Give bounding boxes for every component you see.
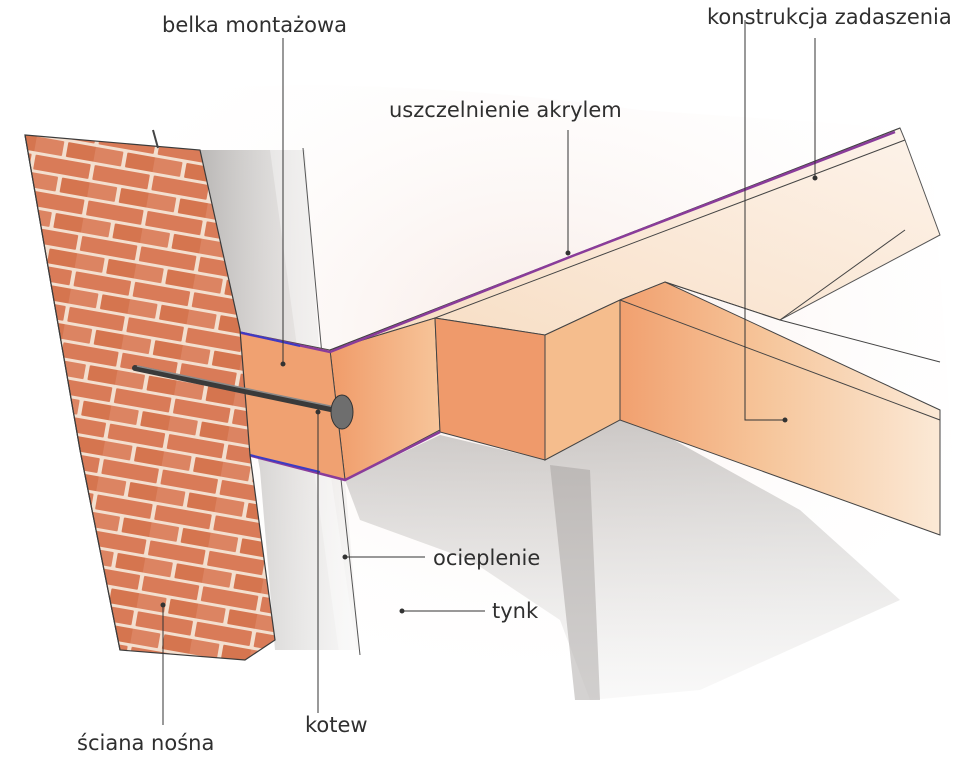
load-bearing-wall <box>24 129 276 661</box>
label-roof-structure: konstrukcja zadaszenia <box>707 5 952 29</box>
label-acrylic-seal: uszczelnienie akrylem <box>389 98 622 122</box>
label-insulation: ocieplenie <box>433 546 540 570</box>
anchor-bolt <box>132 365 354 430</box>
labels: belka montażowa konstrukcja zadaszenia u… <box>77 5 952 755</box>
label-plaster: tynk <box>492 599 539 623</box>
label-anchor: kotew <box>305 713 368 737</box>
acrylic-seal <box>227 130 896 482</box>
leader-lines <box>160 20 818 725</box>
roof-structure <box>229 127 941 536</box>
beam-shadow <box>345 410 900 700</box>
label-mounting-beam: belka montażowa <box>162 13 347 37</box>
label-load-bearing-wall: ściana nośna <box>77 731 214 755</box>
